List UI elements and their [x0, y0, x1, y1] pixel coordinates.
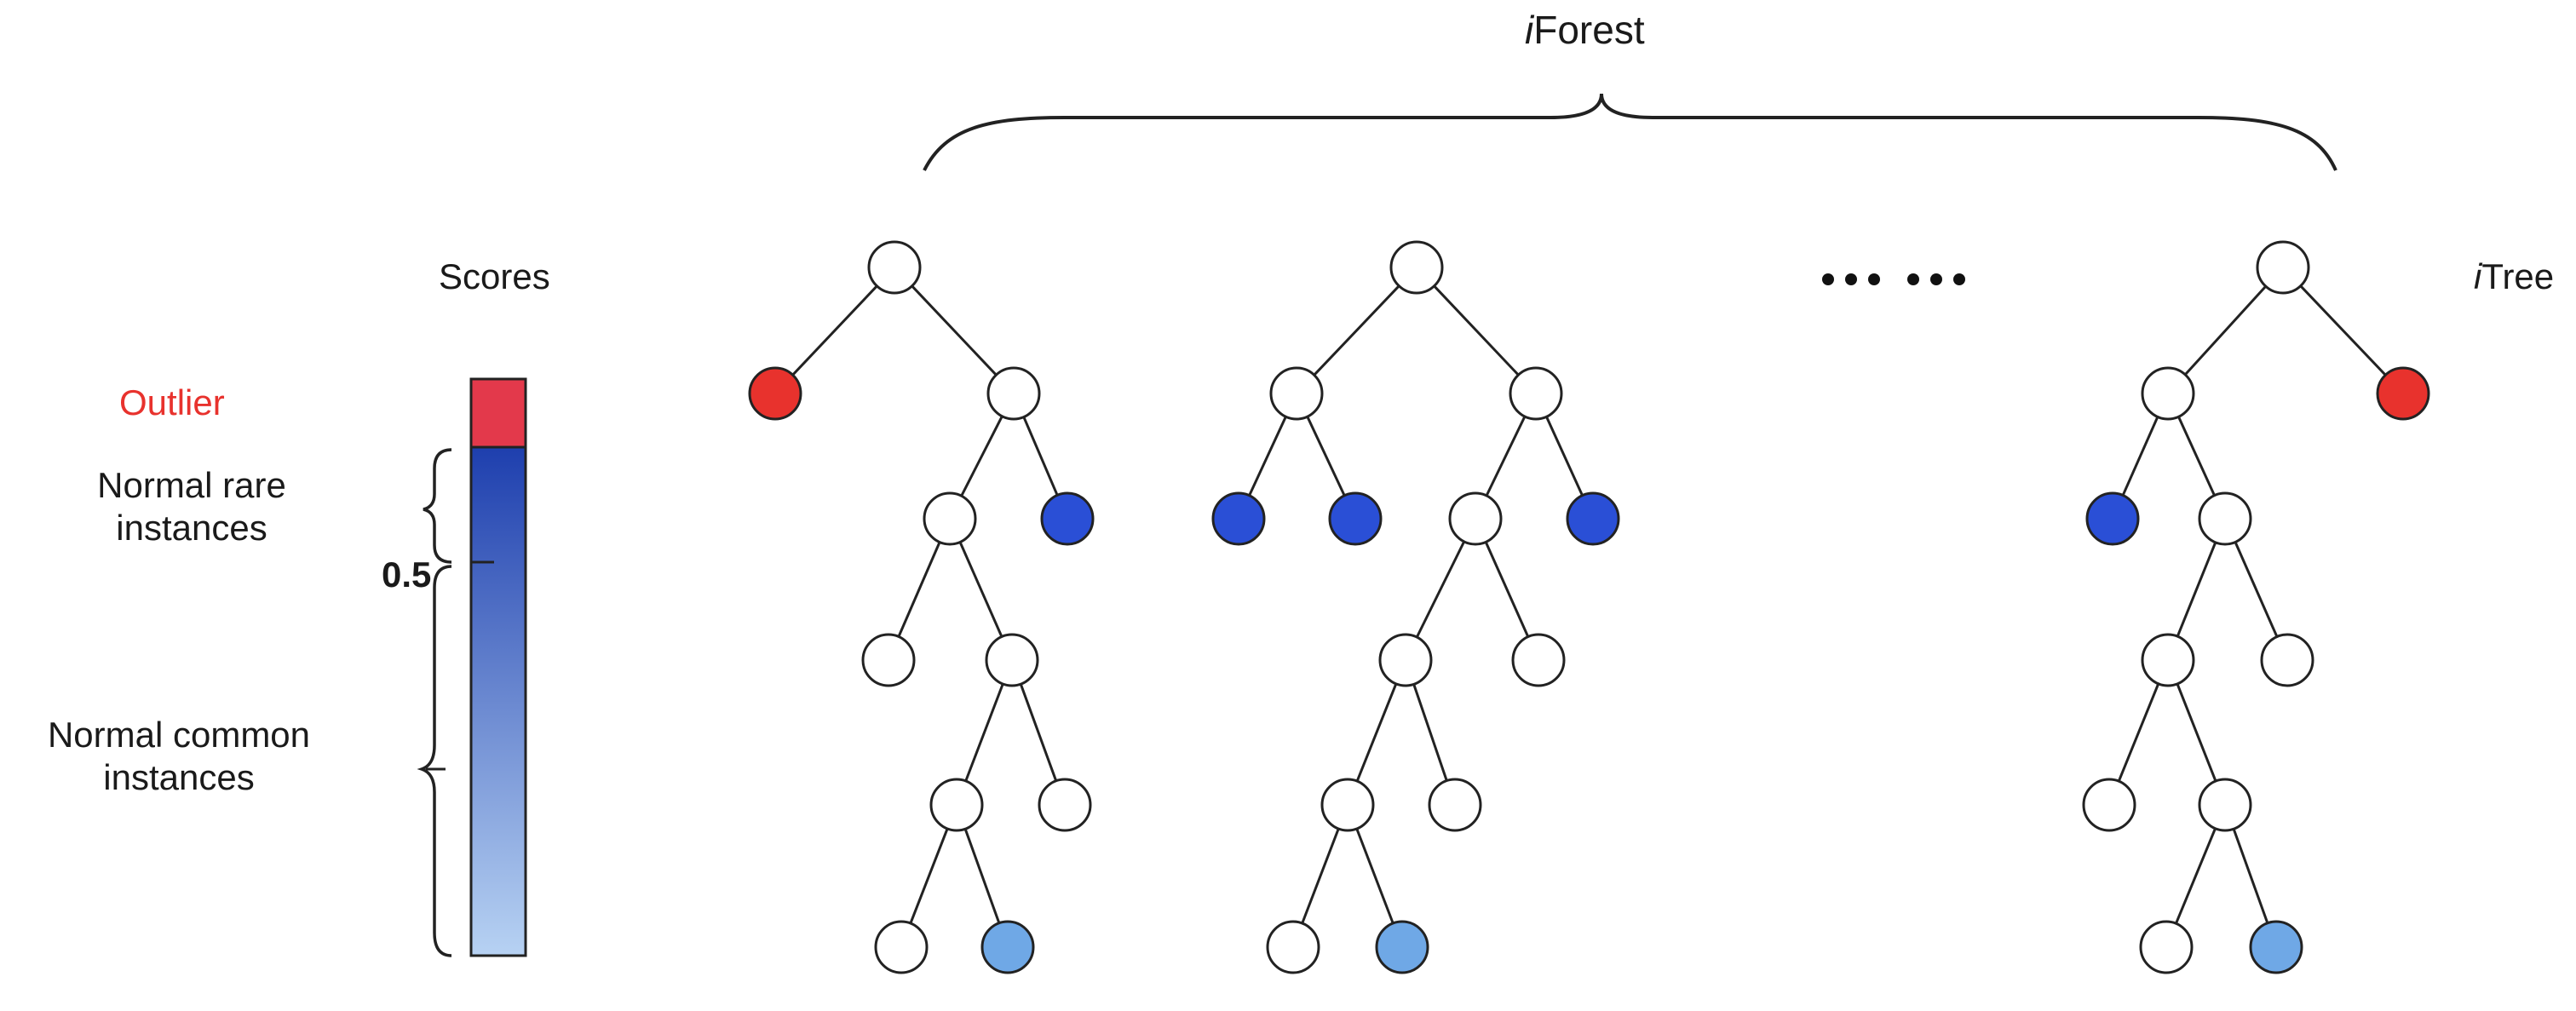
common-brace: [417, 565, 452, 957]
tree-edge: [2176, 542, 2217, 637]
tree-edge: [911, 284, 998, 376]
tree-node-internal: [2198, 778, 2252, 832]
tree-node-internal: [2198, 491, 2252, 546]
tree-1: [748, 240, 1095, 974]
tree-node-internal: [2082, 778, 2136, 832]
tree-3: [2082, 240, 2430, 974]
tree-edge: [2184, 285, 2267, 376]
tree-edge: [2232, 828, 2269, 924]
tree-edge: [1355, 828, 1394, 924]
rare-instances-label: Normal rare instances: [97, 465, 286, 549]
tree-edge: [791, 284, 878, 376]
tree-edge: [2121, 416, 2159, 497]
tree-node-rare: [1040, 491, 1095, 546]
tree-edge: [1412, 683, 1448, 782]
tree-node-internal: [1038, 778, 1092, 832]
tree-edge: [897, 541, 941, 638]
tree-edge: [1019, 683, 1058, 782]
tree-edge: [909, 828, 949, 924]
tree-node-common: [1375, 920, 1429, 974]
tree-edge: [1415, 541, 1466, 638]
tree-node-internal: [867, 240, 922, 295]
ellipsis-dots: [1822, 273, 1965, 285]
tree-edge: [1433, 284, 1520, 376]
tree-edge: [1485, 416, 1527, 497]
tree-edge: [2177, 416, 2216, 497]
tree-edge: [963, 828, 1001, 924]
tree-edge: [1022, 416, 1059, 497]
tree-node-internal: [985, 633, 1039, 687]
tree-node-internal: [2139, 920, 2194, 974]
score-bar-outlier-segment: [469, 377, 527, 449]
tree-edge: [1484, 541, 1530, 638]
common-instances-label: Normal common instances: [47, 715, 311, 798]
tree-node-internal: [874, 920, 929, 974]
tree-node-internal: [2256, 240, 2310, 295]
tree-node-internal: [861, 633, 916, 687]
tree-edge: [1306, 416, 1346, 497]
tree-edge: [2176, 683, 2217, 782]
tree-node-outlier: [748, 366, 802, 421]
tree-2: [1211, 240, 1620, 974]
tree-node-outlier: [2376, 366, 2430, 421]
rare-brace: [423, 448, 452, 564]
forest-title: iForest: [1525, 8, 1645, 52]
tree-node-internal: [1320, 778, 1375, 832]
tree-node-internal: [1509, 366, 1563, 421]
tree-node-rare: [1566, 491, 1620, 546]
score-bar-normal-segment: [469, 445, 527, 957]
tree-edge: [1355, 683, 1398, 782]
tree-node-rare: [2085, 491, 2140, 546]
tree-node-internal: [923, 491, 977, 546]
forest-brace: [923, 93, 2337, 171]
tree-node-common: [980, 920, 1035, 974]
tree-node-internal: [1266, 920, 1320, 974]
tree-edge: [2299, 284, 2387, 376]
tree-edge: [2117, 683, 2160, 782]
tree-edge: [1313, 284, 1400, 376]
tree-edge: [964, 683, 1004, 782]
tree-node-rare: [1211, 491, 1266, 546]
tree-node-internal: [2141, 366, 2195, 421]
tree-edge: [958, 541, 1003, 638]
outlier-label: Outlier: [119, 382, 225, 422]
tree-node-internal: [929, 778, 984, 832]
tree-node-internal: [1448, 491, 1503, 546]
tree-node-internal: [1511, 633, 1566, 687]
tree-edge: [2234, 541, 2279, 638]
tree-edge: [960, 416, 1003, 497]
tree-label: iTree: [2474, 256, 2555, 296]
tree-node-internal: [2141, 633, 2195, 687]
tree-node-internal: [1389, 240, 1444, 295]
tree-edge: [1248, 416, 1287, 497]
tree-node-internal: [2260, 633, 2314, 687]
tree-edge: [2175, 828, 2217, 924]
tree-node-internal: [1378, 633, 1433, 687]
tree-edge: [1545, 416, 1584, 497]
threshold-label: 0.5: [382, 554, 432, 595]
score-bar: [426, 377, 527, 957]
tree-node-internal: [986, 366, 1041, 421]
tree-node-rare: [1328, 491, 1383, 546]
scores-label: Scores: [439, 256, 550, 296]
tree-node-internal: [1269, 366, 1324, 421]
tree-node-internal: [1428, 778, 1482, 832]
tree-node-common: [2249, 920, 2303, 974]
tree-edge: [1301, 828, 1340, 924]
